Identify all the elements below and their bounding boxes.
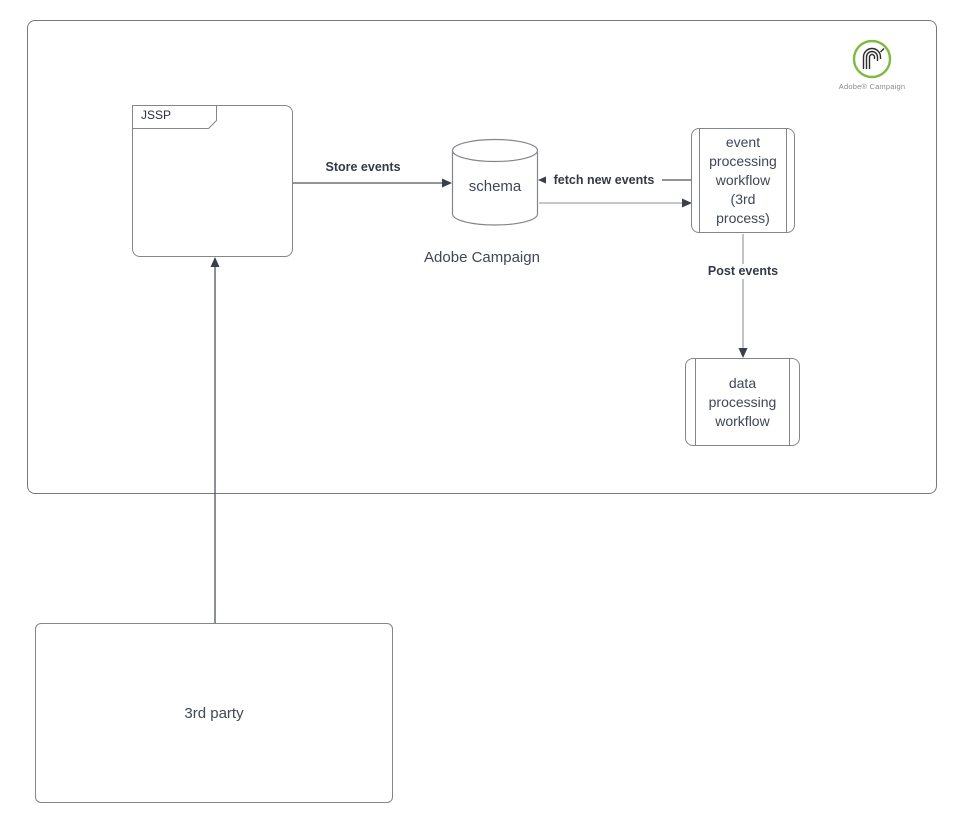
fetch-new-events-label: fetch new events — [546, 173, 662, 188]
node-event-processing-workflow: event processing workflow (3rd process) — [691, 128, 795, 233]
logo-caption: Adobe® Campaign — [838, 82, 906, 91]
process-bar-right — [786, 129, 787, 232]
process-bar-left — [695, 359, 696, 445]
adobe-campaign-logo-icon — [852, 39, 892, 79]
event-workflow-label: event processing workflow (3rd process) — [709, 134, 777, 226]
data-workflow-label: data processing workflow — [708, 374, 777, 429]
jssp-tab-shape — [132, 105, 217, 129]
post-events-label: Post events — [694, 264, 792, 279]
store-events-label: Store events — [325, 160, 401, 174]
process-bar-left — [699, 129, 700, 232]
node-data-processing-workflow: data processing workflow — [685, 358, 800, 446]
node-third-party: 3rd party — [35, 623, 393, 803]
schema-label: schema — [468, 178, 522, 195]
adobe-campaign-caption: Adobe Campaign — [424, 249, 540, 266]
jssp-label: JSSP — [141, 108, 172, 122]
node-jssp — [132, 105, 293, 257]
third-party-label: 3rd party — [184, 704, 244, 722]
system-boundary-box — [27, 20, 937, 494]
process-bar-right — [789, 359, 790, 445]
schema-cylinder-shape — [451, 138, 539, 226]
